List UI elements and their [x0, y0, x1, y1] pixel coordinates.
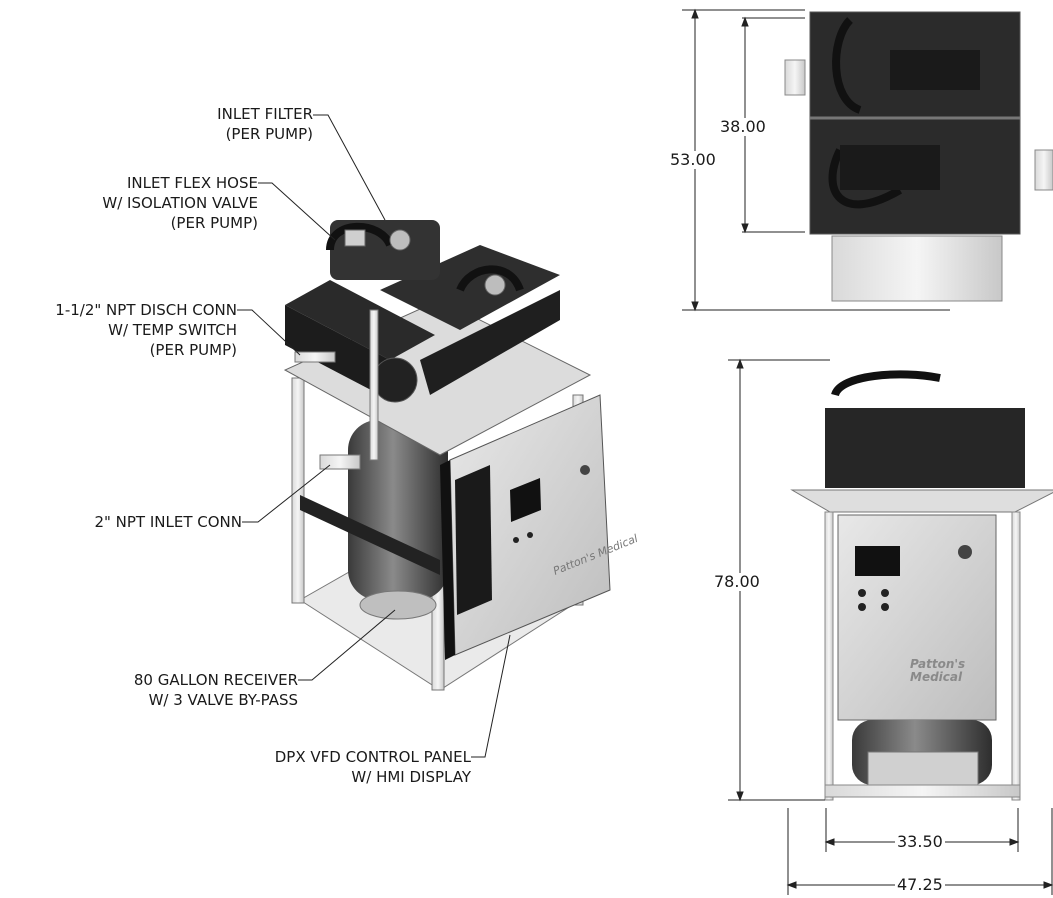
leader-control-panel: [471, 634, 511, 758]
callout-control-panel: DPX VFD CONTROL PANEL W/ HMI DISPLAY: [275, 747, 471, 787]
inlet-filter-left: [389, 229, 411, 251]
inlet-conn: [319, 454, 361, 470]
inlet-filter-right: [484, 274, 506, 296]
callout-receiver: 80 GALLON RECEIVER W/ 3 VALVE BY-PASS: [134, 670, 298, 710]
leader-lines: [237, 114, 511, 758]
dim-top-overall-depth: 53.00: [668, 150, 718, 169]
callout-inlet-conn-line1: 2" NPT INLET CONN: [94, 513, 242, 531]
callout-inlet-flex-hose-line2: W/ ISOLATION VALVE: [102, 194, 258, 212]
front-base: [824, 784, 1021, 798]
front-pumps: [825, 408, 1025, 488]
motor-end: [372, 357, 418, 403]
callout-inlet-flex-hose-line3: (PER PUMP): [170, 214, 258, 232]
logo-front-text: Patton's Medical: [910, 657, 966, 684]
inlet-hose-right: [456, 265, 524, 292]
callout-inlet-filter-line1: INLET FILTER: [217, 105, 313, 123]
dim-top-inner-depth: 38.00: [718, 117, 768, 136]
callout-inlet-flex-hose: INLET FLEX HOSE W/ ISOLATION VALVE (PER …: [102, 173, 258, 233]
callout-control-panel-line2: W/ HMI DISPLAY: [351, 768, 471, 786]
callout-disch-conn-line2: W/ TEMP SWITCH: [108, 321, 237, 339]
dim-front-overall-width: 47.25: [895, 875, 945, 894]
front-view: [790, 370, 1053, 801]
control-panel-side: [440, 460, 455, 660]
top-view: [784, 11, 1053, 302]
leader-inlet-conn: [242, 464, 331, 523]
leader-inlet-flex-hose: [258, 182, 336, 241]
crossbar: [300, 495, 440, 575]
callout-disch-conn: 1-1/2" NPT DISCH CONN W/ TEMP SWITCH (PE…: [55, 300, 237, 360]
dim-front-height: 78.00: [712, 572, 762, 591]
disconnect-switch: [580, 465, 590, 475]
leader-receiver: [298, 609, 396, 681]
callout-inlet-flex-hose-line1: INLET FLEX HOSE: [126, 174, 258, 192]
logo-front: Patton's Medical: [910, 658, 990, 684]
front-hmi: [855, 546, 900, 576]
pump-left-side: [285, 305, 390, 400]
callout-inlet-conn: 2" NPT INLET CONN: [94, 512, 242, 532]
callout-receiver-line1: 80 GALLON RECEIVER: [133, 671, 298, 689]
top-view-tank: [831, 235, 1003, 302]
leader-inlet-filter: [313, 114, 386, 221]
front-control-panel: [837, 514, 997, 721]
leader-disch-conn: [237, 309, 301, 356]
isolation-valve: [344, 229, 366, 247]
panel-vent: [455, 465, 492, 615]
pump-right-top: [380, 245, 560, 330]
pump-left-top: [285, 280, 435, 360]
hmi-display: [510, 478, 541, 522]
front-top-plate: [790, 489, 1053, 513]
dim-front-base-width: 33.50: [895, 832, 945, 851]
callout-control-panel-line1: DPX VFD CONTROL PANEL: [274, 748, 471, 766]
panel-indicator-1: [513, 537, 519, 543]
callout-inlet-filter: INLET FILTER (PER PUMP): [217, 104, 313, 144]
discharge-pipe: [369, 309, 379, 461]
callout-inlet-filter-line2: (PER PUMP): [225, 125, 313, 143]
disch-conn: [294, 351, 336, 363]
panel-indicator-2: [527, 532, 533, 538]
inlet-hose-left: [326, 222, 394, 251]
pump-right-side: [420, 290, 560, 395]
receiver-drain: [359, 590, 437, 620]
callout-disch-conn-line1: 1-1/2" NPT DISCH CONN: [55, 301, 237, 319]
callout-disch-conn-line3: (PER PUMP): [149, 341, 237, 359]
callout-receiver-line2: W/ 3 VALVE BY-PASS: [148, 691, 298, 709]
isometric-view: Patton's Medical: [283, 220, 640, 691]
